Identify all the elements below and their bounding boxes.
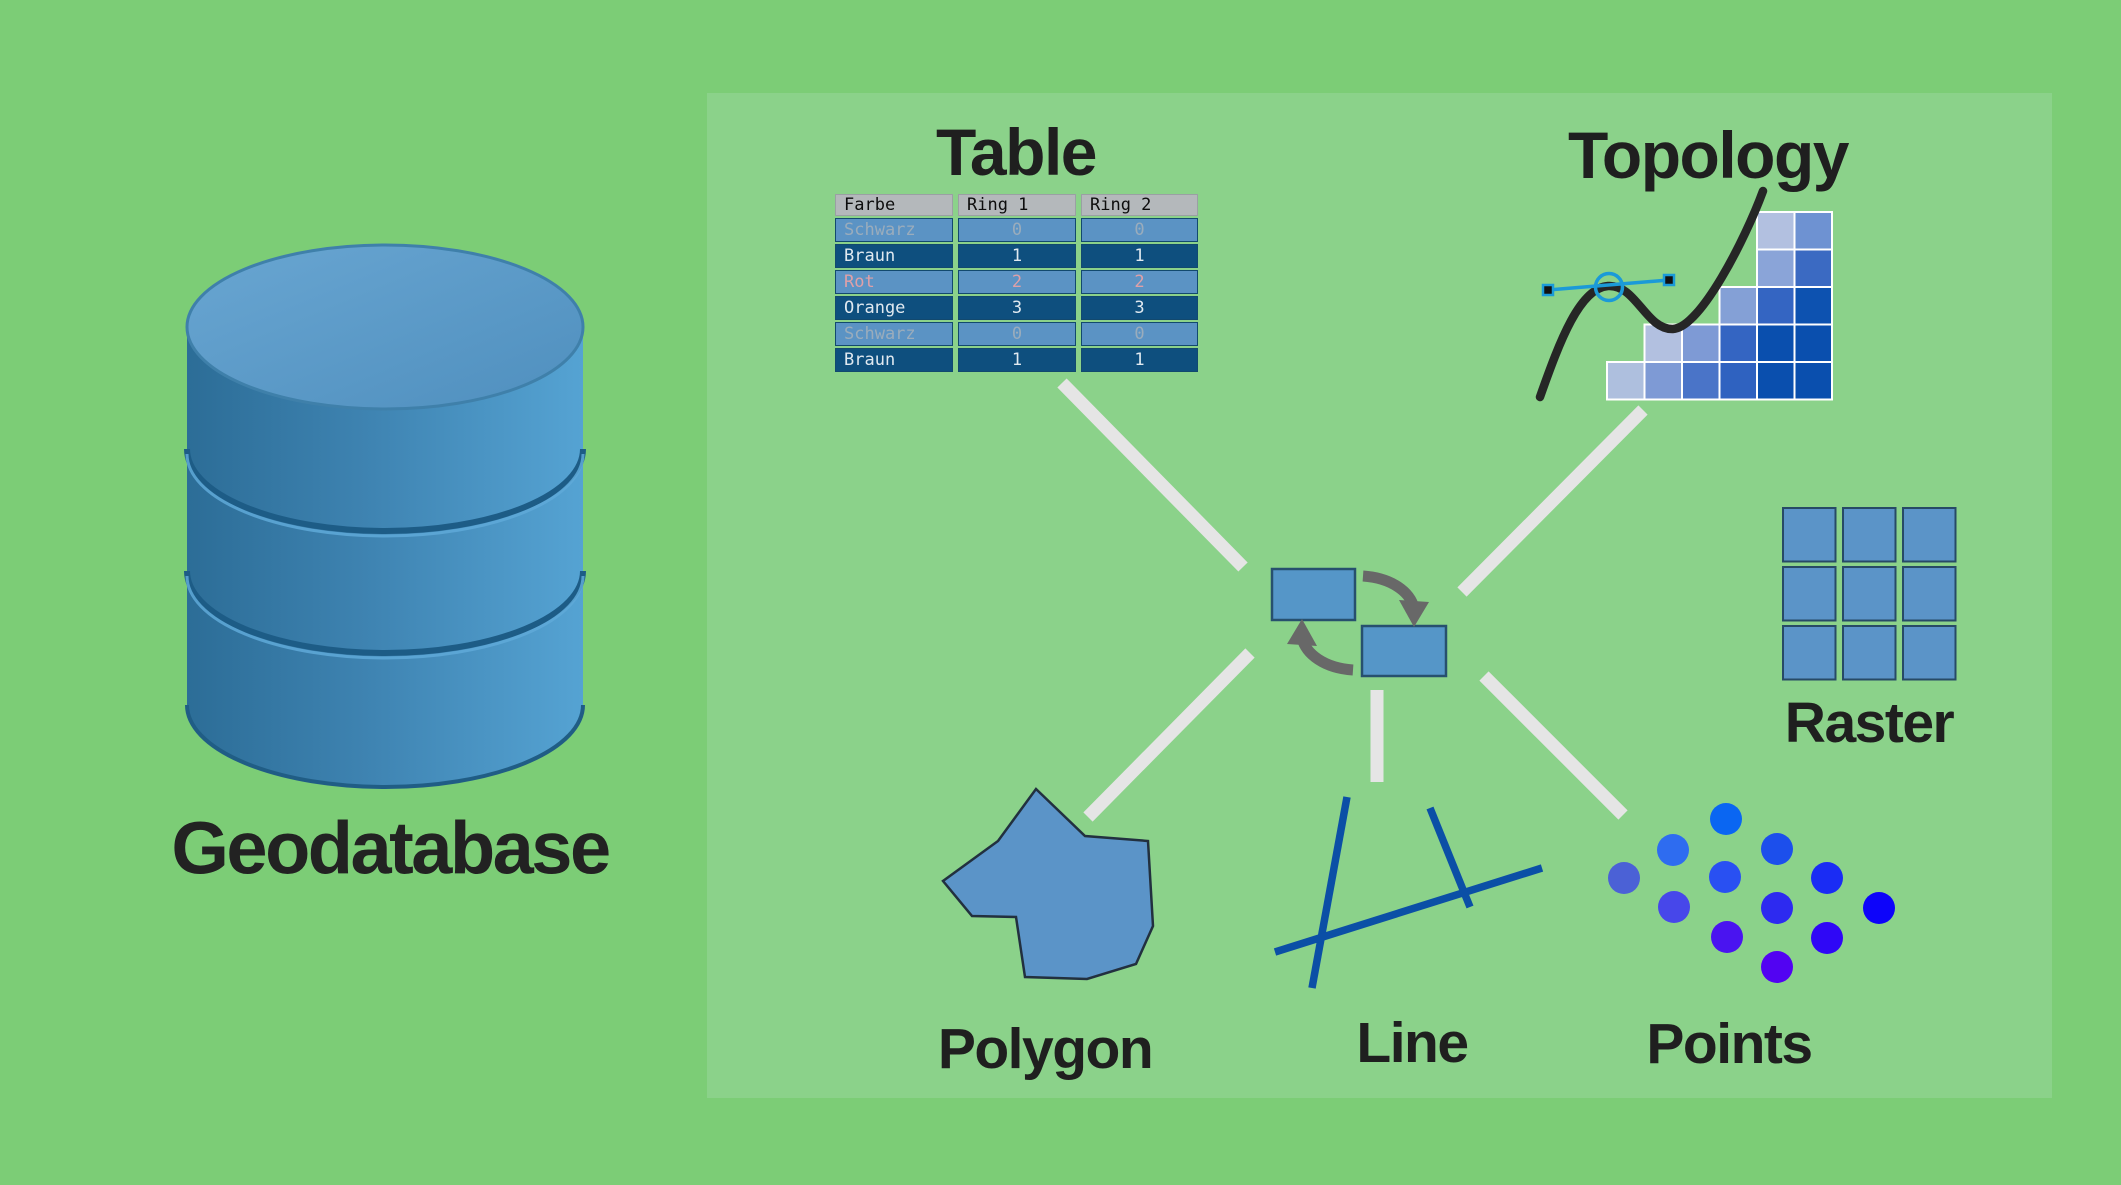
polygon-label: Polygon xyxy=(937,1017,1154,1081)
table-cell: 1 xyxy=(1081,348,1198,372)
point-dot xyxy=(1761,951,1793,983)
exchange-sync-arrows-icon xyxy=(1270,567,1448,678)
topology-grid-cell xyxy=(1793,361,1833,401)
table-cell: 1 xyxy=(958,348,1076,372)
line-segment-2 xyxy=(1273,864,1544,956)
connector-lines xyxy=(1057,378,1648,822)
topology-grid-cell xyxy=(1718,286,1758,326)
raster-cell xyxy=(1842,566,1897,622)
raster-label: Raster xyxy=(1784,691,1955,755)
table-cell: 0 xyxy=(1081,218,1198,242)
topology-grid-cell xyxy=(1718,323,1758,363)
topology-grid-cell xyxy=(1756,323,1796,363)
table-title: Table xyxy=(936,115,1097,189)
points-label: Points xyxy=(1646,1012,1813,1076)
table-cell: Orange xyxy=(835,296,953,320)
bezier-curve-over-grid-icon xyxy=(1535,186,1833,402)
table-cell: 0 xyxy=(958,218,1076,242)
point-dot xyxy=(1711,921,1743,953)
topology-grid-cell xyxy=(1756,211,1796,251)
table-cell: 1 xyxy=(958,244,1076,268)
topology-grid-cell xyxy=(1793,211,1833,251)
table-cell: 0 xyxy=(958,322,1076,346)
dot-cluster-icon xyxy=(1608,803,1895,983)
table-cell: Schwarz xyxy=(835,322,953,346)
line-label: Line xyxy=(1356,1011,1469,1075)
handle-square-left xyxy=(1541,283,1555,297)
topology-grid-cell xyxy=(1793,286,1833,326)
topology-grid-cell xyxy=(1756,361,1796,401)
sync-arrowhead-left xyxy=(1287,619,1317,646)
connector-points xyxy=(1479,671,1628,820)
database-cylinder-icon xyxy=(184,243,586,789)
table-cell: Schwarz xyxy=(835,218,953,242)
table-cell: 3 xyxy=(1081,296,1198,320)
topology-grid-cell xyxy=(1643,361,1683,401)
topology-grid-cell xyxy=(1793,323,1833,363)
raster-cell xyxy=(1782,625,1837,681)
raster-cell xyxy=(1842,507,1897,563)
topology-title: Topology xyxy=(1567,118,1850,192)
point-dot xyxy=(1710,803,1742,835)
table-cell: 0 xyxy=(1081,322,1198,346)
raster-cell xyxy=(1782,507,1837,563)
point-dot xyxy=(1658,891,1690,923)
handle-square-right xyxy=(1662,273,1676,287)
table-cell: 3 xyxy=(958,296,1076,320)
point-dot xyxy=(1863,892,1895,924)
topology-grid-cell xyxy=(1718,361,1758,401)
connector-table xyxy=(1057,378,1248,572)
sync-rect-top xyxy=(1270,567,1357,622)
table-header-cell: Farbe xyxy=(835,194,953,216)
point-dot xyxy=(1761,833,1793,865)
raster-cell xyxy=(1902,507,1957,563)
topology-staircase-grid xyxy=(1606,211,1833,401)
line-segment-1 xyxy=(1308,796,1351,989)
table-cell: 2 xyxy=(958,270,1076,294)
table-cell: Braun xyxy=(835,348,953,372)
point-dot xyxy=(1709,861,1741,893)
point-dot xyxy=(1608,862,1640,894)
table-cell: Braun xyxy=(835,244,953,268)
topology-grid-cell xyxy=(1756,248,1796,288)
topology-grid-cell xyxy=(1793,248,1833,288)
geodatabase-label: Geodatabase xyxy=(171,806,611,890)
raster-cell xyxy=(1902,566,1957,622)
point-dot xyxy=(1657,834,1689,866)
raster-cell xyxy=(1902,625,1957,681)
connector-polygon xyxy=(1083,648,1255,822)
table-cell: 2 xyxy=(1081,270,1198,294)
topology-grid-cell xyxy=(1681,323,1721,363)
sync-arrowhead-right xyxy=(1399,600,1429,627)
crossing-lines-icon xyxy=(1273,796,1544,989)
connector-topology xyxy=(1457,405,1648,597)
point-dot xyxy=(1761,892,1793,924)
table-header-cell: Ring 2 xyxy=(1081,194,1198,216)
vertex-circle xyxy=(1593,271,1625,303)
point-dot xyxy=(1811,862,1843,894)
topology-grid-cell xyxy=(1681,361,1721,401)
topology-grid-cell xyxy=(1756,286,1796,326)
pixel-grid-icon xyxy=(1782,507,1957,681)
table-cell: 1 xyxy=(1081,244,1198,268)
table-header-cell: Ring 1 xyxy=(958,194,1076,216)
sync-rect-bottom xyxy=(1360,624,1448,678)
raster-cell xyxy=(1842,625,1897,681)
polygon-shape-icon xyxy=(941,787,1155,981)
tangent-line xyxy=(1547,278,1670,292)
raster-cell xyxy=(1782,566,1837,622)
bezier-curve xyxy=(1535,186,1768,402)
line-segment-3 xyxy=(1426,806,1474,909)
point-dot xyxy=(1811,922,1843,954)
table-cell: Rot xyxy=(835,270,953,294)
topology-grid-cell xyxy=(1606,361,1646,401)
